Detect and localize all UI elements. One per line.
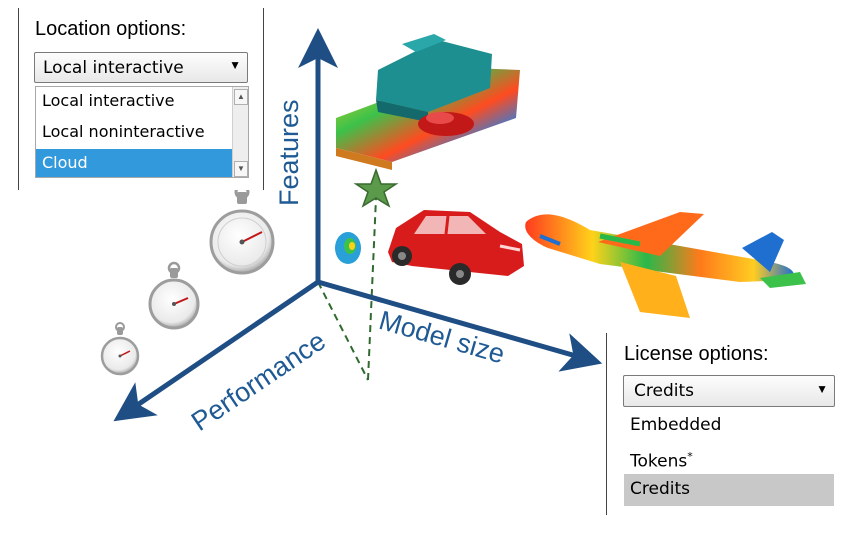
tokens-footnote-marker: * (687, 450, 693, 463)
star-icon (353, 167, 399, 208)
license-options-panel: License options: Credits ▼ Embedded Toke… (606, 333, 855, 515)
dropdown-arrow-icon: ▼ (816, 382, 828, 396)
location-option-cloud[interactable]: Cloud (36, 149, 232, 177)
license-option-embedded-label: Embedded (630, 415, 722, 435)
axis-label-features: Features (274, 99, 304, 206)
location-options-title: Location options: (35, 18, 187, 40)
location-options-list: Local interactive Local noninteractive C… (35, 86, 249, 178)
location-option-local-noninteractive[interactable]: Local noninteractive (42, 122, 205, 141)
license-option-tokens[interactable]: Tokens* (624, 442, 834, 474)
truck-simulation-image (336, 34, 520, 170)
stopwatch-medium-icon (148, 261, 200, 330)
license-option-tokens-label: Tokens (630, 451, 688, 472)
location-option-local-interactive[interactable]: Local interactive (42, 91, 175, 110)
small-part-image (335, 232, 361, 264)
license-option-credits[interactable]: Credits (624, 474, 834, 506)
airplane-image (525, 212, 806, 318)
location-select[interactable]: Local interactive ▼ (34, 52, 248, 83)
scroll-up-icon[interactable]: ▲ (234, 89, 248, 105)
projection-lines (317, 197, 377, 381)
stopwatch-large-icon (209, 184, 275, 275)
scroll-down-icon[interactable]: ▼ (234, 161, 248, 177)
license-option-credits-label: Credits (630, 479, 690, 499)
stopwatch-small-icon (100, 322, 140, 376)
location-options-panel: Location options: Local interactive ▼ Lo… (18, 8, 264, 190)
dropdown-arrow-icon: ▼ (229, 58, 241, 72)
location-select-value: Local interactive (43, 58, 184, 78)
license-select[interactable]: Credits ▼ (623, 375, 835, 407)
car-image (388, 210, 524, 285)
license-options-title: License options: (624, 343, 769, 365)
axes (113, 28, 603, 422)
license-select-value: Credits (634, 381, 694, 401)
location-list-scrollbar[interactable]: ▲ ▼ (232, 87, 248, 177)
license-option-embedded[interactable]: Embedded (624, 410, 834, 442)
